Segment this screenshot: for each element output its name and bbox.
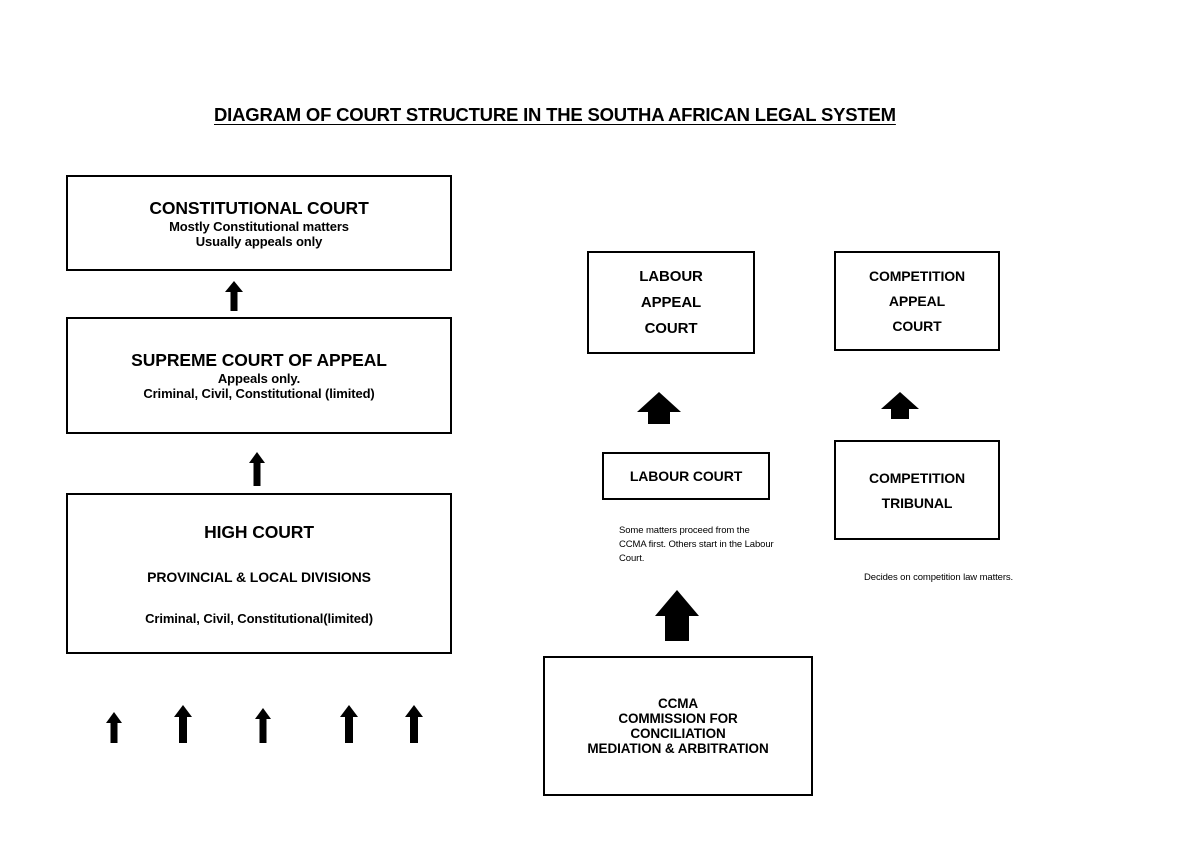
labour-court-note: Some matters proceed from the CCMA first… [619, 525, 774, 564]
labour-appeal-court-line2: APPEAL [640, 294, 702, 311]
constitutional-court-line3: Usually appeals only [195, 233, 323, 249]
high-court-heading: HIGH COURT [204, 521, 314, 542]
box-ccma: CCMA COMMISSION FOR CONCILIATION MEDIATI… [543, 656, 813, 796]
arrow-shaft [253, 462, 261, 486]
arrow-shaft [344, 716, 353, 743]
arrow-lower-court-4 [338, 705, 359, 743]
supreme-court-line3: Criminal, Civil, Constitutional (limited… [143, 386, 375, 401]
competition-appeal-court-line3: COURT [892, 318, 942, 334]
arrow-shaft [891, 408, 909, 419]
high-court-line3: Criminal, Civil, Constitutional(limited) [145, 610, 373, 626]
arrow-shaft [648, 411, 670, 424]
arrow-lower-court-3 [253, 708, 273, 743]
competition-tribunal-note: Decides on competition law matters. [864, 572, 1014, 583]
arrow-shaft [259, 718, 267, 743]
up-arrow-icon [106, 712, 122, 723]
labour-appeal-court-line3: COURT [644, 320, 698, 337]
competition-appeal-court-line2: APPEAL [888, 293, 946, 309]
up-arrow-icon [174, 705, 192, 717]
up-arrow-icon [255, 708, 271, 719]
box-high-court: HIGH COURT PROVINCIAL & LOCAL DIVISIONS … [66, 493, 452, 654]
up-arrow-icon [655, 590, 699, 616]
up-arrow-icon [404, 705, 423, 717]
arrow-lower-court-1 [104, 712, 124, 743]
arrow-labour-court-to-labour-appeal-court [637, 392, 681, 424]
box-labour-court: LABOUR COURT [602, 452, 770, 500]
box-supreme-court-of-appeal: SUPREME COURT OF APPEAL Appeals only. Cr… [66, 317, 452, 434]
arrow-shaft [230, 291, 238, 311]
up-arrow-icon [339, 705, 358, 717]
arrow-shaft [409, 716, 418, 743]
up-arrow-icon [249, 452, 265, 463]
constitutional-court-heading: CONSTITUTIONAL COURT [149, 197, 369, 218]
arrow-shaft [110, 722, 118, 743]
arrow-lower-court-5 [403, 705, 424, 743]
ccma-line2: COMMISSION FOR [618, 711, 738, 726]
up-arrow-icon [881, 392, 919, 409]
ccma-line3: CONCILIATION [630, 726, 726, 741]
competition-tribunal-line1: COMPETITION [868, 469, 966, 486]
arrow-sca-to-constitutional-court [224, 281, 244, 311]
box-competition-appeal-court: COMPETITION APPEAL COURT [834, 251, 1000, 351]
supreme-court-heading: SUPREME COURT OF APPEAL [131, 350, 387, 370]
ccma-line4: MEDIATION & ARBITRATION [587, 741, 769, 756]
arrow-ccma-to-labour-court [655, 590, 699, 641]
constitutional-court-line2: Mostly Constitutional matters [169, 218, 349, 234]
up-arrow-icon [637, 392, 681, 412]
arrow-high-court-to-supreme-court [247, 452, 267, 486]
ccma-line1: CCMA [657, 696, 699, 711]
arrow-competition-tribunal-to-appeal-court [881, 392, 919, 419]
supreme-court-line2: Appeals only. [217, 371, 301, 386]
arrow-lower-court-2 [172, 705, 194, 743]
high-court-line2: PROVINCIAL & LOCAL DIVISIONS [147, 568, 371, 585]
competition-tribunal-line2: TRIBUNAL [881, 494, 953, 511]
arrow-shaft [665, 615, 689, 641]
competition-appeal-court-line1: COMPETITION [868, 268, 966, 284]
labour-court-heading: LABOUR COURT [629, 468, 743, 484]
up-arrow-icon [225, 281, 243, 292]
labour-appeal-court-line1: LABOUR [639, 268, 703, 285]
box-constitutional-court: CONSTITUTIONAL COURT Mostly Constitution… [66, 175, 452, 271]
page-title: DIAGRAM OF COURT STRUCTURE IN THE SOUTHA… [214, 104, 896, 125]
box-competition-tribunal: COMPETITION TRIBUNAL [834, 440, 1000, 540]
box-labour-appeal-court: LABOUR APPEAL COURT [587, 251, 755, 354]
arrow-shaft [179, 716, 187, 743]
